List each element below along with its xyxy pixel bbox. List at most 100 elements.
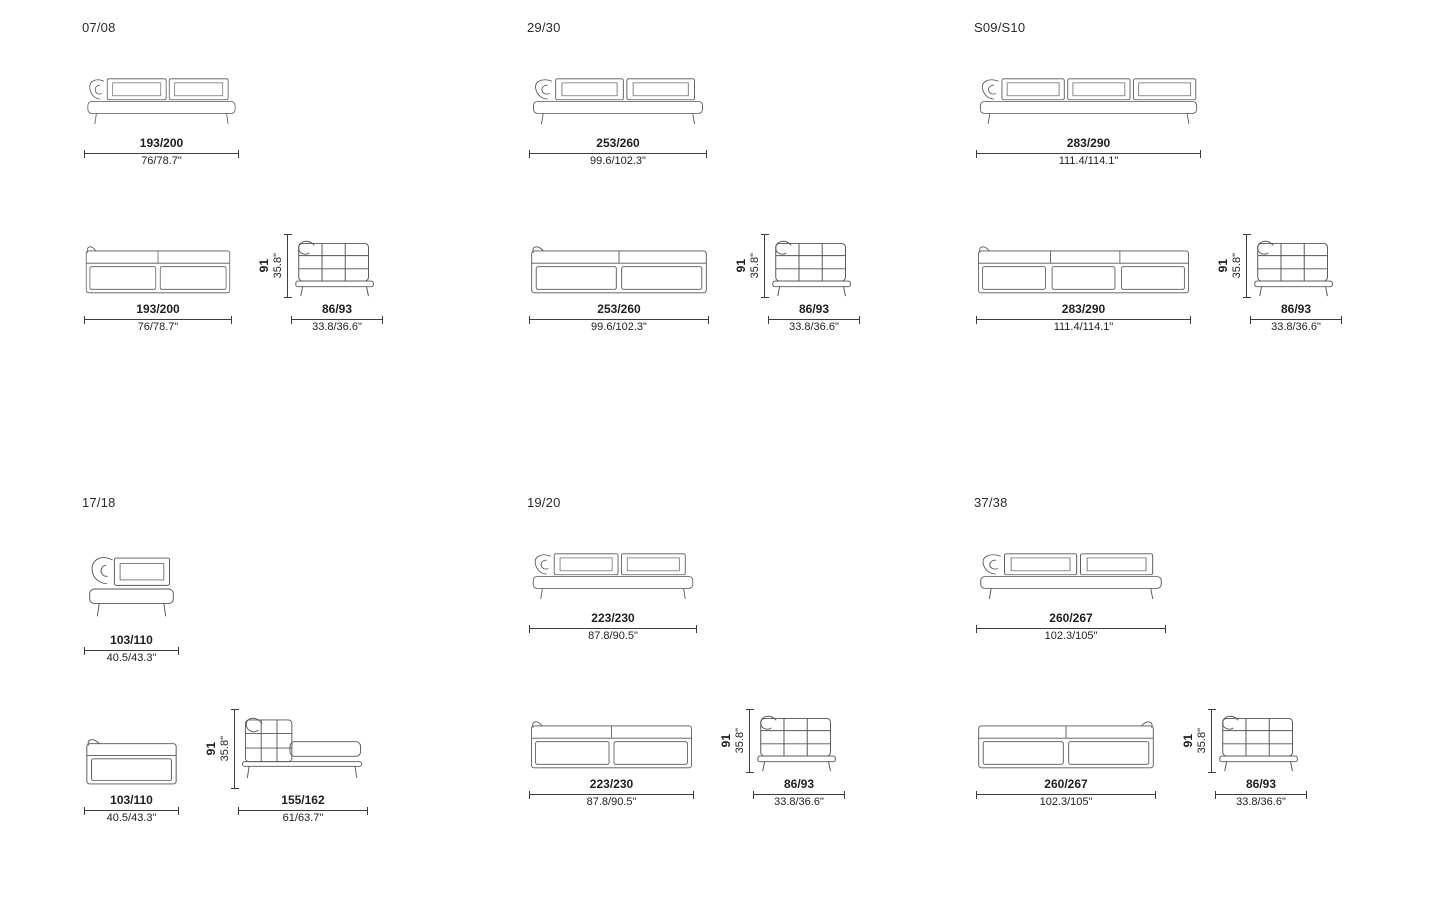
plan-view: 193/200 76/78.7"	[84, 244, 232, 334]
dimension-line	[976, 624, 1166, 633]
dimension-line	[529, 315, 709, 324]
front-width-dimension: 223/230 87.8/90.5"	[529, 611, 697, 643]
sofa-plan-view-drawing	[531, 246, 707, 294]
dimension-line	[1214, 790, 1307, 799]
plan-width-dimension: 283/290 111.4/114.1"	[976, 302, 1191, 334]
dimension-inches-label: 87.8/90.5"	[586, 795, 637, 808]
dimension-inches-label: 102.3/105"	[1039, 795, 1093, 808]
front-elevation: 253/260 99.6/102.3"	[529, 74, 707, 168]
dimension-cm-label: 223/230	[589, 777, 634, 791]
side-view: 86/93 33.8/36.6"	[1214, 709, 1307, 809]
dimension-inches-label: 33.8/36.6"	[789, 320, 839, 333]
dimension-cm-label: 86/93	[1280, 302, 1311, 316]
sofa-front-view-drawing	[87, 78, 236, 125]
dimension-line	[1249, 315, 1342, 324]
dimension-cm-label: 283/290	[1066, 136, 1111, 150]
plan-and-side-views: 253/260 99.6/102.3" 91 35.8" 86/93	[529, 234, 860, 334]
height-dimension: 91 35.8"	[734, 234, 769, 298]
height-dimension: 91 35.8"	[1216, 234, 1251, 298]
dimension-cm-label: 103/110	[110, 633, 153, 647]
dimension-inches-label: 99.6/102.3"	[590, 154, 646, 167]
height-dimension-labels: 91 35.8"	[204, 736, 232, 761]
front-elevation: 283/290 111.4/114.1"	[976, 74, 1201, 168]
dimension-line	[283, 234, 292, 298]
dimension-inches-label: 99.6/102.3"	[591, 320, 647, 333]
front-width-dimension: 103/110 40.5/43.3"	[84, 633, 179, 665]
height-dimension: 91 35.8"	[257, 234, 292, 298]
model-section-07-08: 07/08 193/200 76/78.7" 193/200 76/78.7"	[70, 12, 515, 472]
front-width-dimension: 260/267 102.3/105"	[976, 611, 1166, 643]
height-dimension: 91 35.8"	[719, 709, 754, 773]
dimension-inches-label: 76/78.7"	[137, 320, 179, 333]
dimension-line	[230, 709, 239, 789]
dimension-line	[976, 790, 1156, 799]
dimension-cm-label: 260/267	[1049, 611, 1093, 625]
sofa-front-view-drawing	[533, 78, 703, 125]
dimension-cm-label: 86/93	[798, 302, 829, 316]
model-code: 37/38	[974, 495, 1008, 510]
model-code: 07/08	[82, 20, 116, 35]
dimension-inches-label: 111.4/114.1"	[1058, 154, 1119, 167]
plan-view: 260/267 102.3/105"	[976, 719, 1156, 809]
dimension-line	[767, 315, 860, 324]
front-width-dimension: 193/200 76/78.7"	[84, 136, 239, 168]
height-dimension-labels: 91 35.8"	[1216, 253, 1244, 279]
dimension-line	[290, 315, 383, 324]
side-elevation: 91 35.8" 155/162 61/63.7"	[204, 709, 368, 825]
dimension-line	[745, 709, 754, 773]
dimension-line	[84, 149, 239, 158]
plan-width-dimension: 260/267 102.3/105"	[976, 777, 1156, 809]
sofa-plan-view-drawing	[86, 739, 177, 785]
dimension-line	[84, 806, 179, 815]
dimension-inches-label: 33.8/36.6"	[312, 320, 362, 333]
dimension-cm-label: 260/267	[1044, 777, 1088, 791]
height-dimension-labels: 91 35.8"	[257, 253, 285, 278]
plan-width-dimension: 193/200 76/78.7"	[84, 302, 232, 334]
sofa-side-view-drawing	[295, 240, 374, 297]
model-section-17-18: 17/18 103/110 40.5/43.3" 103/110 40.5/43…	[70, 487, 515, 900]
plan-view: 103/110 40.5/43.3"	[84, 737, 179, 825]
dimension-line	[237, 806, 368, 815]
side-elevation: 91 35.8" 86/93 33.8/36.6"	[1216, 234, 1342, 334]
front-elevation: 193/200 76/78.7"	[84, 74, 239, 168]
dimension-inches-label: 35.8"	[748, 253, 761, 279]
plan-and-side-views: 103/110 40.5/43.3" 91 35.8" 155/162	[84, 709, 368, 825]
dimension-cm-label: 91	[734, 259, 748, 273]
dimension-inches-label: 61/63.7"	[282, 811, 324, 824]
dimension-inches-label: 35.8"	[1230, 253, 1243, 279]
plan-width-dimension: 103/110 40.5/43.3"	[84, 793, 179, 825]
dimension-cm-label: 91	[257, 259, 271, 273]
plan-width-dimension: 253/260 99.6/102.3"	[529, 302, 709, 334]
sofa-front-view-drawing	[980, 553, 1162, 600]
sofa-side-view-drawing	[772, 240, 851, 297]
plan-and-side-views: 260/267 102.3/105" 91 35.8" 86/93	[976, 709, 1307, 809]
sofa-front-view-drawing	[532, 553, 694, 600]
dimension-line	[976, 315, 1191, 324]
sofa-side-view-drawing	[1219, 715, 1298, 772]
dimension-line	[529, 790, 694, 799]
height-dimension: 91 35.8"	[1181, 709, 1216, 773]
side-view: 86/93 33.8/36.6"	[752, 709, 845, 809]
depth-dimension: 86/93 33.8/36.6"	[752, 777, 845, 809]
plan-width-dimension: 223/230 87.8/90.5"	[529, 777, 694, 809]
dimension-cm-label: 155/162	[281, 793, 325, 807]
depth-dimension: 86/93 33.8/36.6"	[290, 302, 383, 334]
sofa-side-view-drawing	[757, 715, 836, 772]
depth-dimension: 155/162 61/63.7"	[237, 793, 368, 825]
dimension-inches-label: 87.8/90.5"	[588, 629, 638, 642]
dimension-line	[760, 234, 769, 298]
dimension-cm-label: 283/290	[1061, 302, 1106, 316]
height-dimension-labels: 91 35.8"	[734, 253, 762, 279]
model-section-s09-s10: S09/S10 283/290 111.4/114.1" 283/290 111…	[962, 12, 1407, 472]
dimension-cm-label: 103/110	[110, 793, 153, 807]
dimension-cm-label: 86/93	[321, 302, 352, 316]
plan-view: 283/290 111.4/114.1"	[976, 244, 1191, 334]
side-view: 155/162 61/63.7"	[237, 709, 368, 825]
dimension-line	[976, 149, 1201, 158]
sofa-front-view-drawing	[89, 557, 174, 617]
dimension-line	[84, 315, 232, 324]
model-code: S09/S10	[974, 20, 1026, 35]
dimension-inches-label: 111.4/114.1"	[1053, 320, 1114, 333]
sofa-side-view-drawing	[1254, 240, 1333, 297]
